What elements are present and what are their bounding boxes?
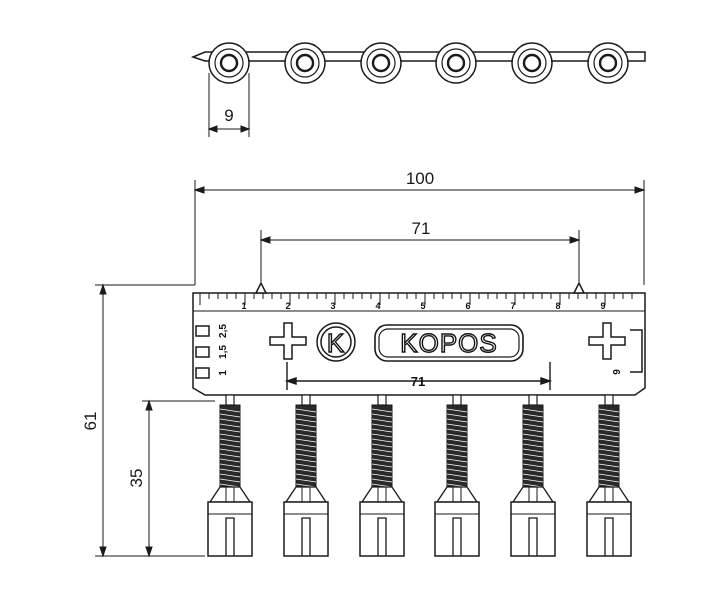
strip-ring (511, 42, 553, 84)
terminals (207, 394, 632, 557)
ruler-label: 2 (285, 301, 290, 311)
side-scale-label-3: 1 (218, 370, 229, 376)
strip-ring (208, 42, 250, 84)
width-dimension (193, 180, 646, 285)
brand-logo: KOPOS (374, 324, 524, 362)
terminal-spacing-label: 71 (412, 219, 431, 238)
inner-width-label: 71 (411, 374, 425, 389)
terminal-pin (510, 394, 556, 557)
side-scale: 2,5 1,5 1 (218, 324, 229, 376)
ruler-label: 9 (600, 301, 605, 311)
emblem-letter: K (327, 328, 345, 358)
ruler-label: 7 (510, 301, 515, 311)
ruler-label: 6 (465, 301, 470, 311)
top-view-strip (190, 42, 646, 84)
width-label: 100 (406, 169, 434, 188)
terminal-pin (359, 394, 405, 557)
strip-ring (587, 42, 629, 84)
brand-emblem-icon: K (316, 322, 356, 362)
pitch-label: 9 (224, 106, 233, 125)
ruler-label: 4 (375, 301, 380, 311)
ruler-ticks (199, 293, 633, 305)
height-label: 61 (81, 412, 100, 431)
side-scale-label-2: 1,5 (218, 345, 229, 359)
plus-icon-right (588, 322, 626, 360)
side-scale-label-1: 2,5 (218, 324, 229, 338)
pin-height-dimension (142, 399, 215, 558)
ruler-labels: 1 2 3 4 5 6 7 8 9 (241, 301, 605, 311)
terminal-pin (207, 394, 253, 557)
height-dimension (95, 283, 205, 558)
ruler-label: 5 (420, 301, 425, 311)
strip-ring (435, 42, 477, 84)
terminal-pin (434, 394, 480, 557)
pin-height-label: 35 (127, 469, 146, 488)
strip-ring (284, 42, 326, 84)
terminal-spacing-dimension (259, 230, 581, 284)
strip-ring (360, 42, 402, 84)
pitch-dimension (207, 73, 251, 137)
inner-width-dimension (284, 362, 553, 390)
ruler-label: 8 (555, 301, 560, 311)
brand-name: KOPOS (400, 328, 497, 358)
terminal-pin (586, 394, 632, 557)
plus-icon-left (269, 322, 307, 360)
terminal-pin (283, 394, 329, 557)
right-scale-label: 9 (612, 369, 623, 375)
ruler-label: 3 (330, 301, 335, 311)
ruler-label: 1 (241, 301, 246, 311)
